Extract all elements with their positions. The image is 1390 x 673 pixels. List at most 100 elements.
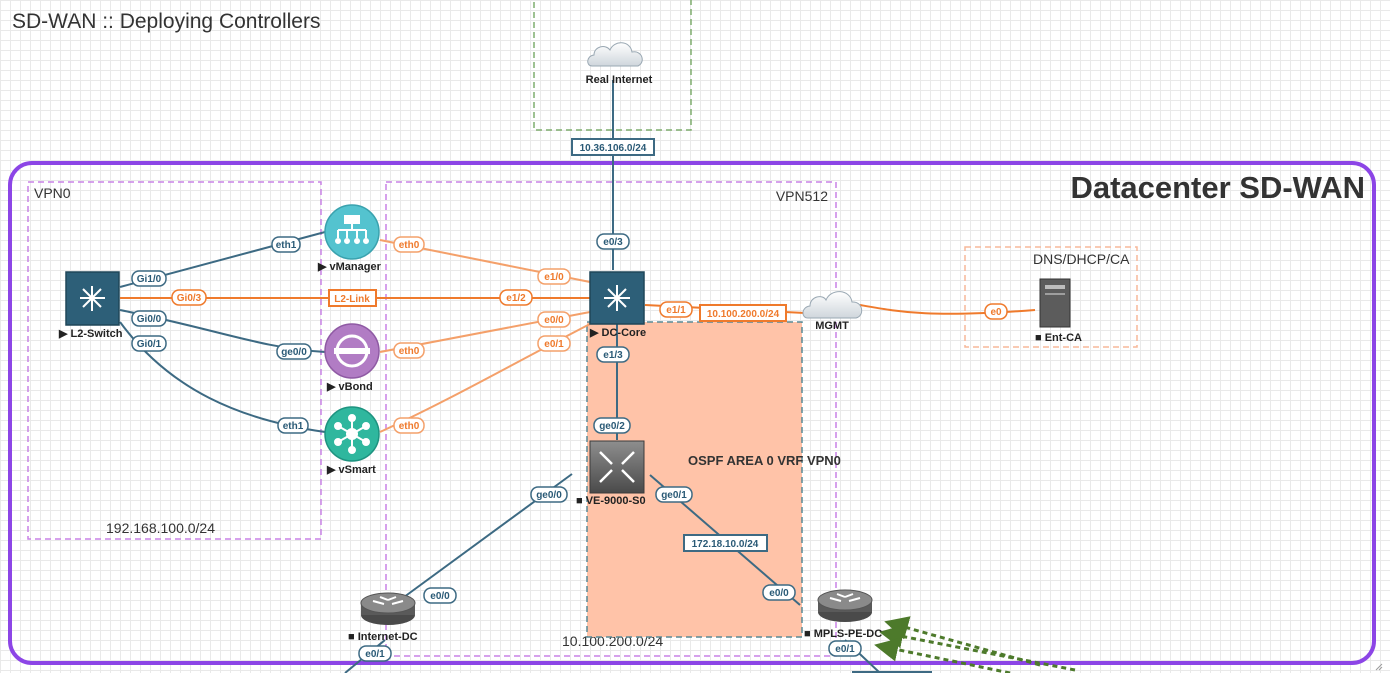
links [119, 80, 1036, 673]
server-slot-2 [1045, 293, 1065, 295]
ent-ca-label: ■ Ent-CA [1035, 332, 1082, 344]
ve-router-glyph [599, 451, 635, 483]
svg-text:e0/1: e0/1 [835, 644, 855, 655]
dc-core-label: ▶ DC-Core [589, 327, 646, 339]
iface-l2-gi0-1: Gi0/1 [131, 335, 167, 352]
resize-grip-icon[interactable] [1375, 663, 1383, 671]
real-internet-zone [533, 0, 692, 131]
real-internet-label: Real Internet [586, 74, 653, 86]
vpn0-subnet-label: 192.168.100.0/24 [106, 520, 215, 536]
router-icon-arrows [829, 593, 861, 602]
svg-text:ge0/1: ge0/1 [661, 490, 687, 501]
svg-text:eth0: eth0 [399, 240, 420, 251]
svg-text:Gi1/0: Gi1/0 [137, 274, 162, 285]
net-label-mgmt: 10.100.200.0/24 [699, 304, 787, 322]
svg-text:e0/1: e0/1 [544, 339, 564, 350]
svg-text:eth1: eth1 [276, 240, 297, 251]
svg-text:10.100.200.0/24: 10.100.200.0/24 [707, 309, 780, 320]
vpn512-zone [385, 181, 837, 657]
svg-text:Gi0/0: Gi0/0 [137, 314, 162, 325]
dns-zone-label: DNS/DHCP/CA [1033, 251, 1130, 267]
iface-inet-e0-1: e0/1 [358, 645, 392, 662]
svg-text:e1/0: e1/0 [544, 272, 564, 283]
iface-core-e1-0: e1/0 [537, 268, 571, 285]
cloud-icon [802, 291, 863, 319]
mgmt-node[interactable]: MGMT [802, 291, 863, 332]
ent-ca-node[interactable]: ■ Ent-CA [1035, 278, 1082, 344]
ospf-area-label: OSPF AREA 0 VRF VPN0 [688, 453, 841, 468]
vpn0-label: VPN0 [34, 185, 71, 201]
vbond-node[interactable]: ▶ vBond [324, 323, 380, 393]
dc-core-glyph [604, 285, 630, 311]
iface-core-e0-3: e0/3 [596, 233, 630, 250]
iface-l2-gi1-0: Gi1/0 [131, 270, 167, 287]
mpls-arrow-1 [884, 616, 1041, 667]
router-icon [360, 592, 416, 614]
vsmart-label: ▶ vSmart [326, 464, 376, 476]
internet-dc-node[interactable]: ■ Internet-DC [348, 592, 418, 643]
svg-text:ge0/2: ge0/2 [599, 421, 625, 432]
vsmart-node[interactable]: ▶ vSmart [324, 406, 380, 476]
page-title: SD-WAN :: Deploying Controllers [12, 10, 320, 33]
datacenter-title: Datacenter SD-WAN [1070, 170, 1365, 205]
svg-text:e0/3: e0/3 [603, 237, 623, 248]
iface-core-e0-0: e0/0 [537, 311, 571, 328]
l2-switch-glyph [80, 286, 105, 311]
svg-text:ge0/0: ge0/0 [536, 490, 562, 501]
iface-vbond-ge0-0: ge0/0 [276, 343, 312, 360]
iface-mpls-e0-1: e0/1 [828, 640, 862, 657]
iface-core-e1-3: e1/3 [596, 346, 630, 363]
vmanager-label: ▶ vManager [317, 261, 382, 273]
svg-text:e1/2: e1/2 [506, 293, 526, 304]
svg-text:e0/0: e0/0 [769, 588, 789, 599]
iface-mpls-e0-0: e0/0 [762, 584, 796, 601]
iface-core-e1-1: e1/1 [659, 301, 693, 318]
svg-text:10.36.106.0/24: 10.36.106.0/24 [580, 143, 647, 154]
iface-vsmart-eth1: eth1 [277, 417, 309, 434]
iface-core-e1-2: e1/2 [499, 289, 533, 306]
mpls-arrow-3 [874, 637, 1011, 673]
vpn0-zone [27, 181, 322, 540]
net-label-internet: 10.36.106.0/24 [571, 138, 655, 156]
svg-text:e1/3: e1/3 [603, 350, 623, 361]
iface-inet-e0-0: e0/0 [423, 587, 457, 604]
iface-l2-gi0-3: Gi0/3 [171, 289, 207, 306]
svg-text:e0/0: e0/0 [544, 315, 564, 326]
mgmt-label: MGMT [815, 320, 849, 332]
vmanager-node[interactable]: ▶ vManager [317, 204, 382, 273]
iface-ve-ge0-2: ge0/2 [593, 417, 631, 434]
svg-text:e0: e0 [990, 307, 1002, 318]
net-label-l2-link: L2-Link [328, 289, 377, 307]
iface-vsmart-eth0: eth0 [393, 417, 425, 434]
iface-ve-ge0-1: ge0/1 [655, 486, 693, 503]
vmanager-icon [324, 204, 380, 260]
mpls-pe-dc-label: ■ MPLS-PE-DC [804, 628, 882, 640]
internet-dc-label: ■ Internet-DC [348, 631, 418, 643]
vbond-glyph-bar [334, 348, 370, 354]
dns-zone [964, 246, 1138, 348]
svg-text:Gi0/3: Gi0/3 [177, 293, 202, 304]
router-icon [817, 589, 873, 611]
l2-switch-label: ▶ L2-Switch [58, 328, 123, 340]
ve-9000-label: ■ VE-9000-S0 [576, 495, 646, 507]
real-internet-node[interactable]: Real Internet [586, 42, 653, 86]
ve-router-icon [589, 440, 645, 494]
router-icon-arrows [372, 596, 404, 605]
svg-text:eth0: eth0 [399, 421, 420, 432]
svg-text:eth1: eth1 [283, 421, 304, 432]
datacenter-container [8, 161, 1376, 665]
vmanager-glyph [335, 215, 369, 244]
net-label-transit: 172.18.10.0/24 [683, 534, 768, 552]
iface-vmanager-eth1: eth1 [271, 236, 301, 253]
iface-ca-e0: e0 [984, 303, 1008, 320]
svg-text:eth0: eth0 [399, 346, 420, 357]
l2-switch-node[interactable]: ▶ L2-Switch [58, 271, 123, 340]
iface-vmanager-eth0: eth0 [393, 236, 425, 253]
iface-core-e0-1: e0/1 [537, 335, 571, 352]
dc-core-node[interactable]: ▶ DC-Core [589, 271, 646, 339]
svg-text:e0/1: e0/1 [365, 649, 385, 660]
svg-text:172.18.10.0/24: 172.18.10.0/24 [692, 539, 759, 550]
mpls-pe-dc-node[interactable]: ■ MPLS-PE-DC [804, 589, 882, 640]
ve-9000-node[interactable]: ■ VE-9000-S0 [576, 440, 646, 507]
